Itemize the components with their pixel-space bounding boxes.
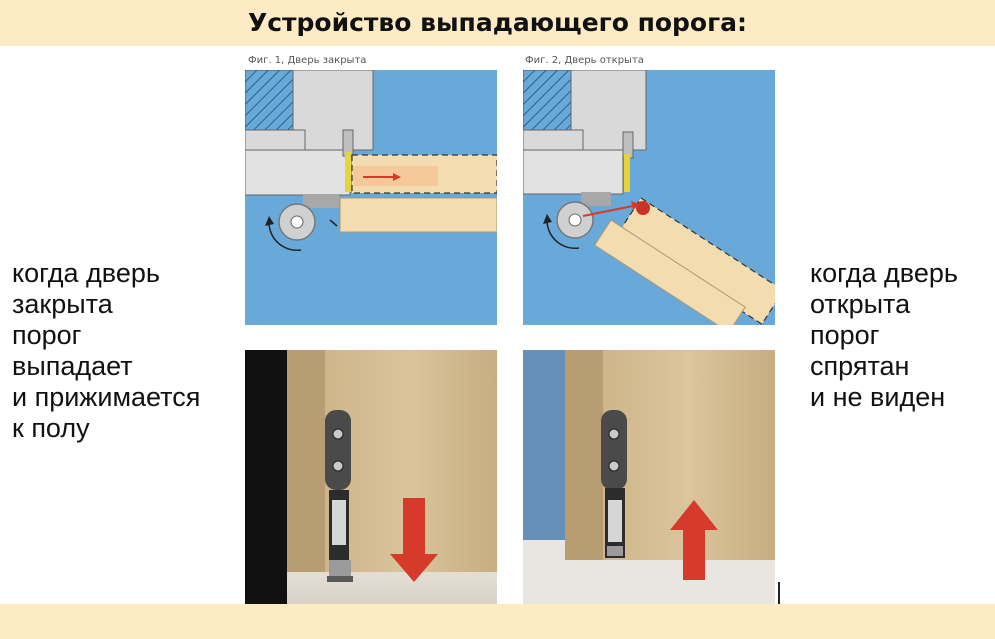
diagram-door-closed	[245, 70, 497, 325]
diagram-door-open	[523, 70, 775, 325]
note-line: спрятан	[810, 351, 910, 381]
note-door-closed: когда дверь закрыта порог выпадает и при…	[12, 258, 200, 444]
note-line: и не виден	[810, 382, 946, 412]
note-line: закрыта	[12, 289, 113, 319]
note-door-open: когда дверь открыта порог спрятан и не в…	[810, 258, 958, 413]
note-line: открыта	[810, 289, 911, 319]
note-line: порог	[12, 320, 82, 350]
figure-1-caption: Фиг. 1, Дверь закрыта	[248, 55, 367, 66]
note-line: выпадает	[12, 351, 133, 381]
header-banner	[0, 0, 995, 46]
figure-2-caption: Фиг. 2, Дверь открыта	[525, 55, 644, 66]
note-line: к полу	[12, 413, 90, 443]
divider-mark	[778, 582, 780, 604]
photo-seal-raised	[523, 350, 775, 604]
page-title: Устройство выпадающего порога:	[247, 8, 748, 37]
note-line: порог	[810, 320, 880, 350]
note-line: когда дверь	[12, 258, 160, 288]
photo-seal-lowered	[245, 350, 497, 604]
note-line: когда дверь	[810, 258, 958, 288]
note-line: и прижимается	[12, 382, 201, 412]
footer-banner	[0, 604, 995, 639]
